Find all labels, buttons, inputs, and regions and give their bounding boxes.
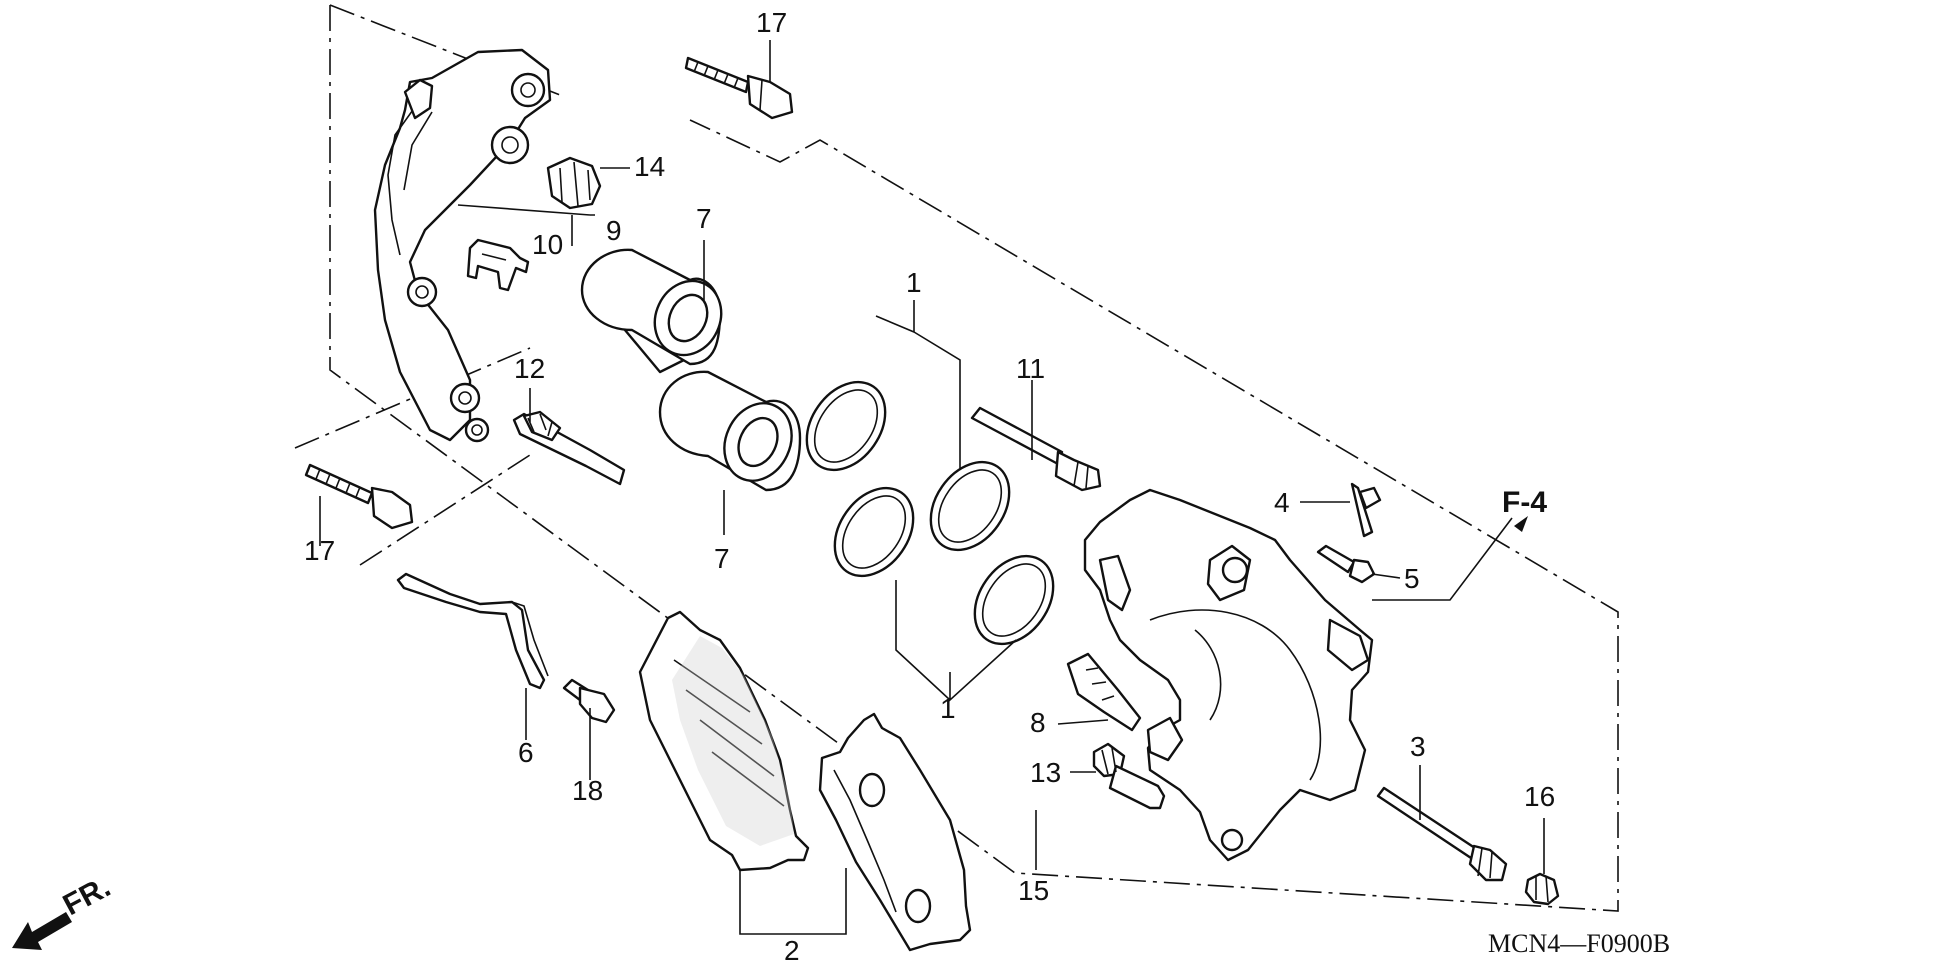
plug-16 xyxy=(1524,872,1560,906)
callout-16: 16 xyxy=(1524,781,1555,812)
piston-7-lower xyxy=(658,370,802,492)
bleeder-cap-5 xyxy=(1316,544,1376,584)
brake-pad-2-rear xyxy=(818,712,972,952)
callout-17-top: 17 xyxy=(756,7,787,38)
caliper-body xyxy=(1083,488,1374,862)
callout-6: 6 xyxy=(518,737,534,768)
callout-15: 15 xyxy=(1018,875,1049,906)
callout-8: 8 xyxy=(1030,707,1046,738)
pin-3 xyxy=(1376,786,1508,882)
callout-13: 13 xyxy=(1030,757,1061,788)
callout-1-lower: 1 xyxy=(940,693,956,724)
boot-14 xyxy=(546,156,602,210)
callout-14: 14 xyxy=(634,151,665,182)
callout-7-upper: 7 xyxy=(696,203,712,234)
callout-9: 9 xyxy=(606,215,622,246)
callout-10: 10 xyxy=(532,229,563,260)
pin-13 xyxy=(1092,742,1166,810)
callout-7-lower: 7 xyxy=(714,543,730,574)
callout-1-upper: 1 xyxy=(906,267,922,298)
caliper-bracket xyxy=(373,48,552,443)
callout-2: 2 xyxy=(784,935,800,964)
callouts: 17 14 9 10 7 1 11 12 17 7 1 4 5 F-4 8 13… xyxy=(304,7,1670,964)
callout-4: 4 xyxy=(1274,487,1290,518)
pad-spring-8 xyxy=(1066,652,1142,732)
leader-lines xyxy=(319,40,1545,935)
front-direction-arrow xyxy=(12,912,72,950)
bolt-18 xyxy=(562,678,616,724)
callout-5: 5 xyxy=(1404,563,1420,594)
pad-clip-10 xyxy=(466,238,530,292)
piston-seals-1 xyxy=(805,380,1055,646)
callout-12: 12 xyxy=(514,353,545,384)
bolt-17-bottom xyxy=(304,463,414,530)
callout-17-bottom: 17 xyxy=(304,535,335,566)
ref-arrow-head xyxy=(1514,516,1528,532)
assembly-boundary xyxy=(294,4,1619,912)
bleeder-screw-4 xyxy=(1350,482,1382,538)
piston-7-upper xyxy=(580,248,723,374)
brake-pad-2-front xyxy=(638,610,810,872)
callout-18: 18 xyxy=(572,775,603,806)
callout-3: 3 xyxy=(1410,731,1426,762)
pad-spring-6 xyxy=(396,572,549,690)
diagram-code: MCN4—F0900B xyxy=(1488,929,1670,958)
bolt-17-top xyxy=(684,56,794,120)
callout-11: 11 xyxy=(1016,353,1045,384)
ref-f4: F-4 xyxy=(1502,486,1547,519)
pin-11 xyxy=(970,406,1102,492)
pin-12 xyxy=(512,410,626,486)
